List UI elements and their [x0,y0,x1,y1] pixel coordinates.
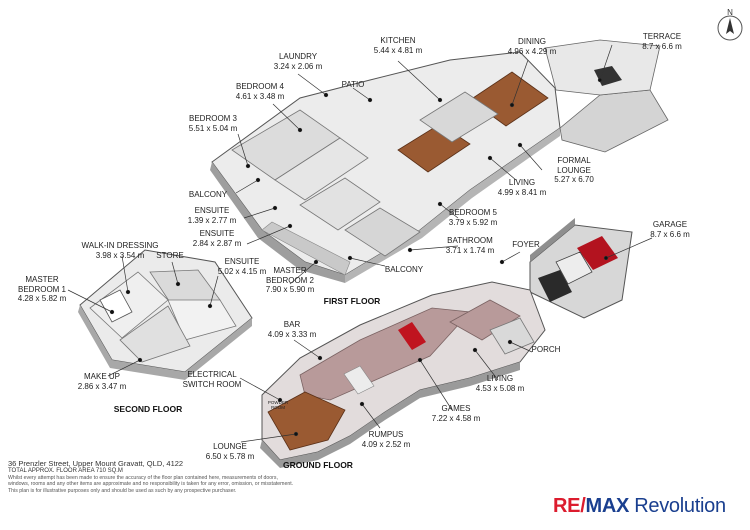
label-porch: PORCH [531,345,561,354]
label-foyer: FOYER [512,240,540,249]
footer: 36 Prenzler Street, Upper Mount Gravatt,… [8,459,428,494]
remax-revolution-logo: RE/MAX Revolution [553,495,726,517]
compass-letter: N [727,8,733,17]
label-balcony-second: BALCONY [384,265,424,274]
first-floor-block [210,39,669,283]
property-address: 36 Prenzler Street, Upper Mount Gravatt,… [8,459,184,468]
disclaimer-line-1: Whilst every attempt has been made to en… [8,475,278,481]
label-balcony-first: BALCONY [188,190,228,199]
label-store: STORE [156,251,184,260]
leader-lines [67,44,653,443]
floor-title-first: FIRST FLOOR [323,296,381,306]
floor-title-second: SECOND FLOOR [113,404,183,414]
label-patio: PATIO [341,80,365,89]
total-floor-area: TOTAL APPROX. FLOOR AREA 710 SQ.M [8,468,123,474]
disclaimer-line-2: windows, rooms and any other items are a… [8,481,294,488]
floor-title-ground: GROUND FLOOR [283,460,353,470]
disclaimer-line-3: This plan is for illustrative purposes o… [8,487,237,494]
garage-block [529,218,633,319]
second-floor-block [78,249,253,380]
north-compass-icon: N [716,6,744,42]
